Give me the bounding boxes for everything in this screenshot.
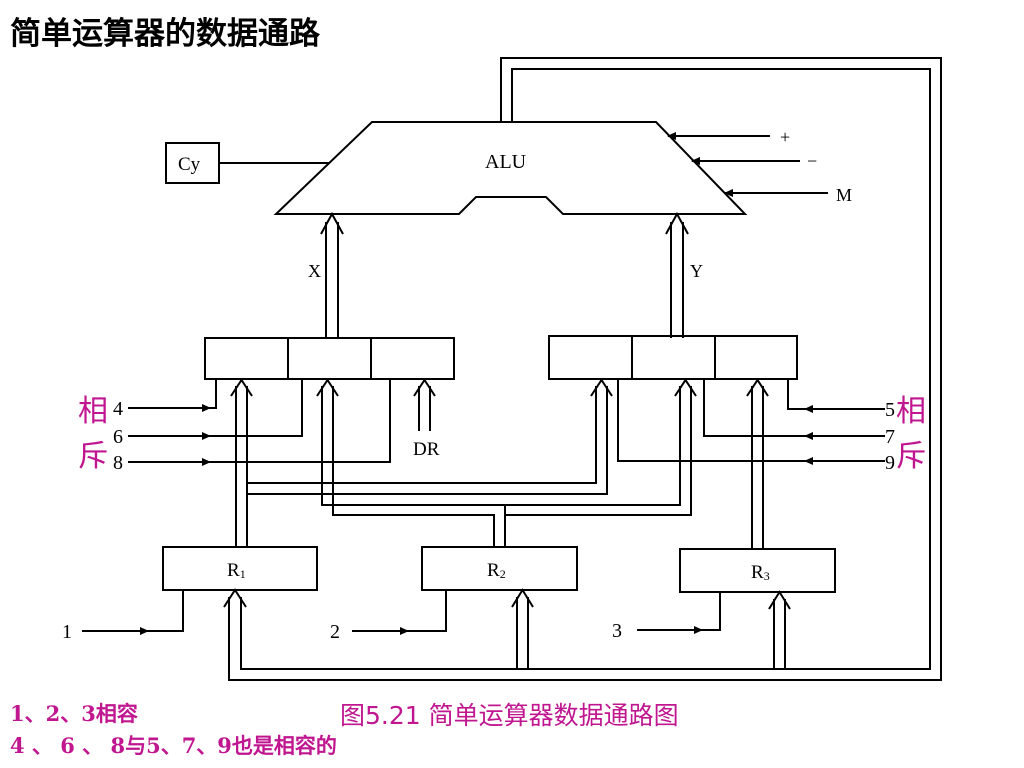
note-line-1: 1、2、3相容	[10, 701, 138, 726]
r2-label: R2	[487, 560, 506, 581]
input-1-label: 1	[62, 621, 72, 643]
right-selector	[548, 335, 798, 380]
alu-block	[273, 121, 748, 215]
left-mutex-char1: 相	[78, 395, 108, 428]
input-9-label: 9	[885, 452, 895, 474]
x-bus-label: X	[308, 261, 321, 281]
right-mutex-char1: 相	[896, 395, 926, 428]
m-label: M	[836, 185, 852, 205]
input-3-label: 3	[612, 620, 622, 642]
left-mutex-char2: 斥	[78, 440, 108, 473]
y-bus-label: Y	[690, 261, 703, 281]
left-selector	[204, 337, 455, 380]
input-5-label: 5	[885, 399, 895, 421]
dr-label: DR	[413, 439, 440, 460]
register-r2	[421, 546, 578, 591]
page-title: 简单运算器的数据通路	[10, 16, 320, 52]
right-mutex-char2: 斥	[896, 440, 926, 473]
plus-label: +	[780, 127, 790, 147]
input-6-label: 6	[113, 426, 123, 448]
note-line-2: 4 、 6 、 8与5、7、9也是相容的	[10, 733, 337, 758]
figure-caption: 图5.21 简单运算器数据通路图	[340, 701, 679, 730]
input-4-label: 4	[113, 398, 123, 420]
alu-label: ALU	[485, 151, 527, 173]
r3-label: R3	[751, 562, 770, 583]
r1-label: R1	[227, 560, 246, 581]
input-7-label: 7	[885, 426, 895, 448]
input-2-label: 2	[330, 621, 340, 643]
register-r1	[162, 546, 318, 591]
minus-label: −	[807, 151, 817, 171]
register-r3	[679, 548, 836, 593]
cy-label: Cy	[178, 154, 201, 175]
input-8-label: 8	[113, 452, 123, 474]
